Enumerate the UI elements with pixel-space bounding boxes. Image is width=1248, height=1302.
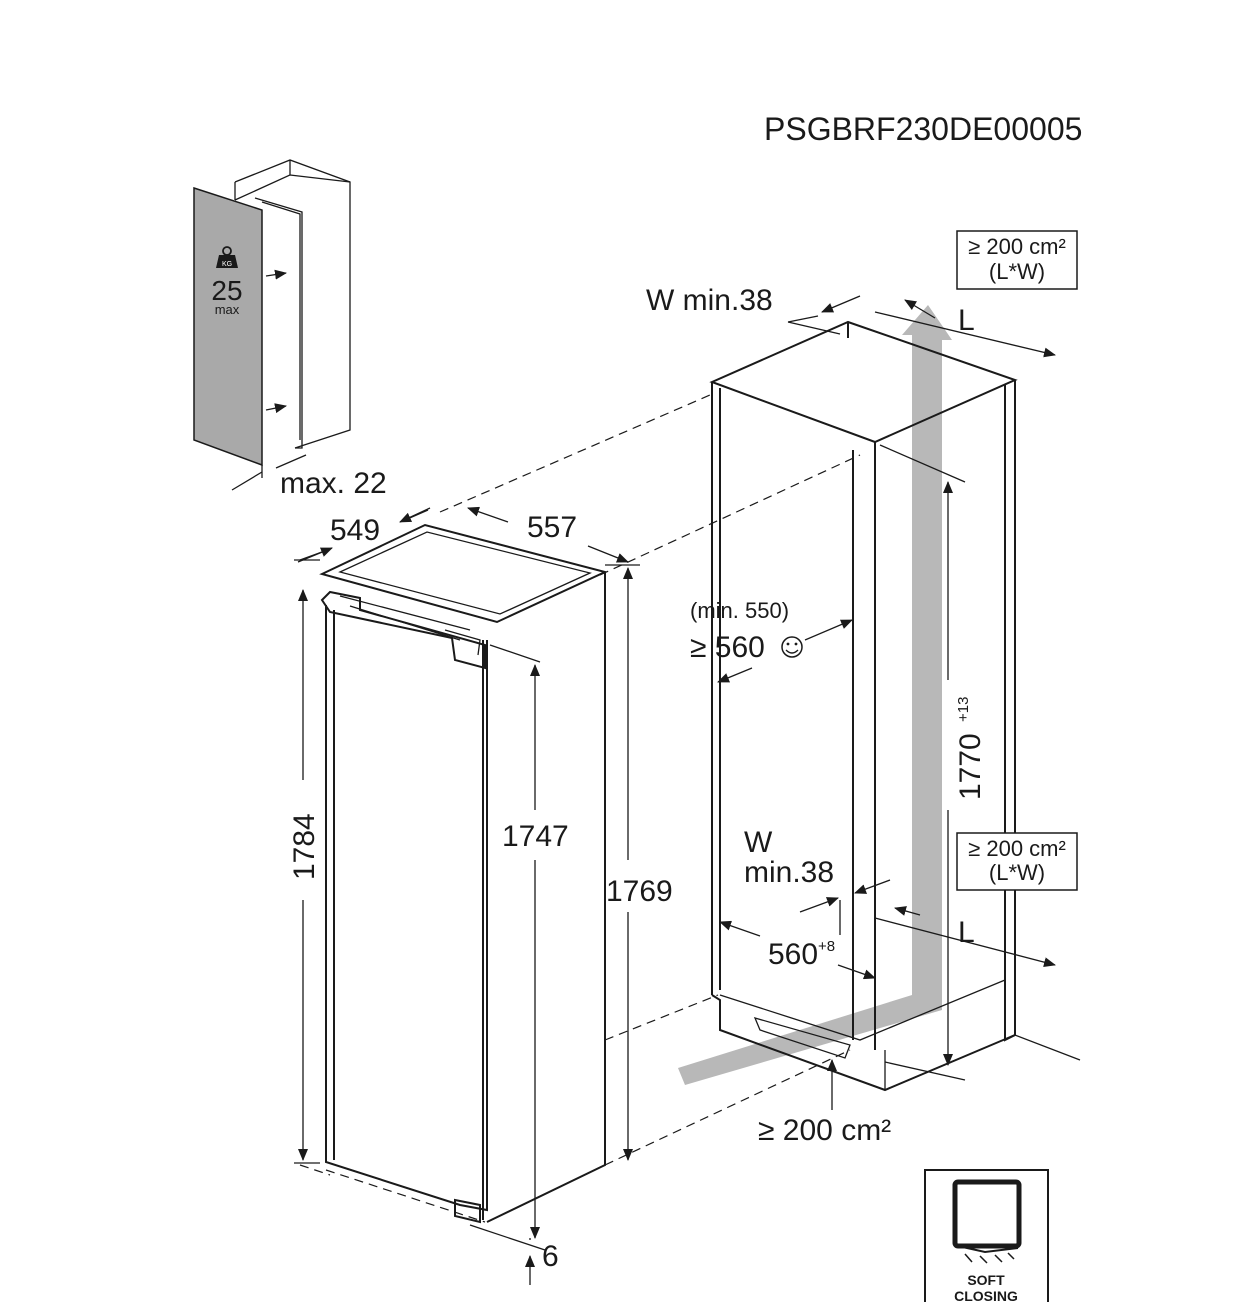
niche-illustration (678, 305, 1081, 1092)
smiley-icon (781, 636, 803, 658)
door-panel (193, 186, 263, 467)
height-1784-label: 1784 (288, 813, 321, 880)
appliance-illustration (299, 523, 608, 1224)
svg-text:(L*W): (L*W) (989, 860, 1045, 885)
height-1747-label: 1747 (502, 820, 569, 853)
length-top-label: L (958, 304, 975, 337)
svg-text:SOFT: SOFT (967, 1272, 1005, 1288)
width-557-label: 557 (527, 511, 577, 544)
soft-closing-badge: SOFT CLOSING (924, 1169, 1049, 1302)
svg-text:KG: KG (222, 261, 232, 268)
svg-text:(L*W): (L*W) (989, 259, 1045, 284)
vent-width-top-label: W min.38 (646, 284, 773, 317)
door-weight-value: 25 (211, 275, 242, 306)
door-mounting-illustration: KG 25 max max. 22 (193, 159, 387, 500)
svg-text:≥ 200 cm²: ≥ 200 cm² (968, 836, 1066, 861)
bottom-vent-label: ≥ 200 cm² (758, 1114, 891, 1147)
niche-width-label: 560 (768, 938, 818, 971)
height-1769-label: 1769 (606, 875, 673, 908)
niche-height-label: 1770 (954, 733, 987, 800)
airflow-arrow (678, 305, 952, 1085)
niche-depth-min-label: (min. 550) (690, 598, 789, 623)
niche-depth-rec-label: ≥ 560 (690, 631, 765, 664)
vent-width-bottom-line2: min.38 (744, 856, 834, 889)
appliance-dimensions: 549 557 1784 1747 1769 6 (288, 506, 673, 1285)
door-weight-unit: max (215, 302, 240, 317)
door-gap-label: max. 22 (280, 467, 387, 500)
projection-lines (439, 394, 861, 1166)
model-code: PSGBRF230DE00005 (764, 111, 1082, 147)
vent-width-bottom-line1: W (744, 826, 773, 859)
weight-icon: KG (216, 246, 238, 268)
niche-height-tol-label: +13 (955, 697, 972, 722)
niche-width-tol-label: +8 (818, 938, 835, 955)
length-bottom-label: L (958, 916, 975, 949)
svg-text:≥ 200 cm²: ≥ 200 cm² (968, 234, 1066, 259)
vent-box-bottom (956, 832, 1078, 891)
niche-dimensions: W min.38 L ≥ 200 cm² (L*W) (min. 550) ≥ … (646, 230, 1078, 1147)
offset-6-label: 6 (542, 1240, 559, 1273)
depth-549-label: 549 (330, 514, 380, 547)
door-icon (952, 1179, 1022, 1249)
svg-text:CLOSING: CLOSING (954, 1288, 1018, 1302)
vent-box-top (956, 230, 1078, 290)
